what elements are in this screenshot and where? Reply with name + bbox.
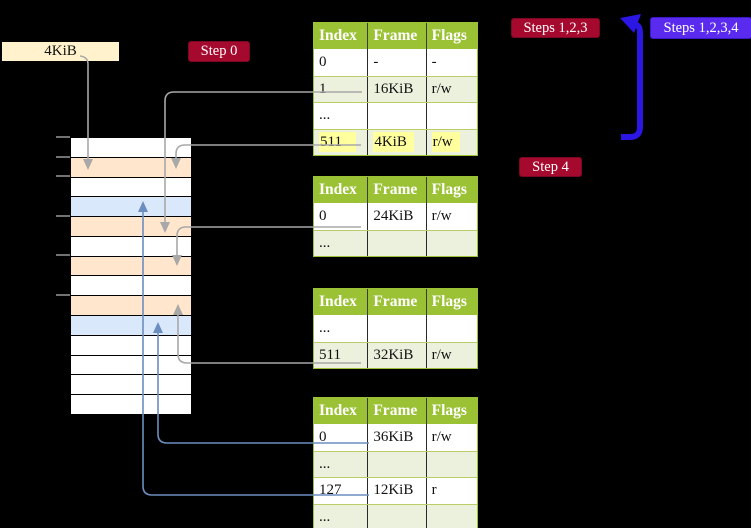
badge-steps-1-2-3: Steps 1,2,3 (511, 18, 600, 38)
column-header: Flags (425, 23, 477, 49)
table-cell: 0 (319, 53, 327, 70)
table-cell: ... (319, 234, 331, 251)
column-header: Index (319, 27, 357, 44)
table-cell: - (367, 49, 425, 76)
memory-frame-row (71, 236, 191, 257)
memory-frame-row (71, 375, 191, 396)
memory-frame-row (71, 138, 191, 158)
table-cell: r/w (425, 342, 477, 368)
table-cell: 511 (319, 346, 341, 363)
table-cell (425, 315, 477, 342)
table-cell: ... (319, 319, 331, 336)
column-header: Frame (367, 177, 425, 203)
badge-step4: Step 4 (519, 157, 582, 177)
table-cell: r (425, 478, 477, 504)
column-header: Frame (367, 398, 425, 424)
memory-ticks (56, 136, 70, 296)
table-cell (425, 103, 477, 129)
table-cell (425, 504, 477, 528)
page-size-box: 4KiB (2, 42, 119, 61)
memory-strip (70, 137, 192, 415)
memory-frame-row (71, 276, 191, 297)
black-arrowhead-into-table1 (478, 128, 491, 141)
table-cell (367, 451, 425, 477)
table-row: ... (314, 315, 477, 342)
table-cell: r/w (425, 203, 477, 230)
column-header: Index (319, 293, 357, 310)
memory-frame-row (71, 395, 191, 414)
table-row: ... (314, 503, 477, 528)
table-cell: 1 (319, 80, 327, 97)
table-cell: 127 (319, 482, 342, 499)
column-header: Index (319, 181, 357, 198)
column-header: Flags (425, 289, 477, 315)
memory-frame-row (71, 256, 191, 277)
memory-frame-row (71, 355, 191, 376)
table-cell (367, 230, 425, 256)
table-cell: 12KiB (367, 478, 425, 504)
table-row: ... (314, 229, 477, 256)
column-header: Frame (367, 289, 425, 315)
memory-frame-row (71, 217, 191, 237)
table-cell: 0 (319, 428, 327, 445)
table-cell: 24KiB (367, 203, 425, 230)
column-header: Index (319, 402, 357, 419)
table-cell: ... (319, 455, 331, 472)
table-row: ... (314, 450, 477, 477)
memory-frame-row (71, 177, 191, 198)
table-cell (425, 230, 477, 256)
table-cell: 0 (319, 207, 327, 224)
table-cell: 36KiB (367, 424, 425, 451)
table-cell: ... (319, 107, 331, 124)
column-header: Frame (367, 23, 425, 49)
thick-blue-loop-arrow (621, 21, 643, 140)
memory-frame-row (71, 296, 191, 317)
table-row: 0 -- (314, 49, 477, 76)
memory-frame-row (71, 197, 191, 218)
table-cell: r/w (425, 129, 477, 155)
table-cell: r/w (425, 424, 477, 451)
table-cell (367, 504, 425, 528)
table-cell: 4KiB (367, 129, 425, 155)
table-cell: 32KiB (367, 342, 425, 368)
memory-frame-row (71, 335, 191, 356)
table-cell: - (425, 49, 477, 76)
table-cell (425, 451, 477, 477)
table-cell: r/w (425, 76, 477, 102)
table-cell (367, 315, 425, 342)
memory-frame-row (71, 316, 191, 336)
table-cell: ... (319, 508, 331, 525)
table-cell (367, 103, 425, 129)
badge-steps-1-2-3-4: Steps 1,2,3,4 (650, 17, 751, 39)
thick-blue-arrowhead (620, 14, 641, 33)
column-header: Flags (425, 398, 477, 424)
table-cell: 511 (314, 130, 367, 156)
badge-step0: Step 0 (188, 41, 250, 62)
table-cell: 16KiB (367, 76, 425, 102)
table-row: ... (314, 102, 477, 129)
column-header: Flags (425, 177, 477, 203)
memory-frame-row (71, 157, 191, 178)
